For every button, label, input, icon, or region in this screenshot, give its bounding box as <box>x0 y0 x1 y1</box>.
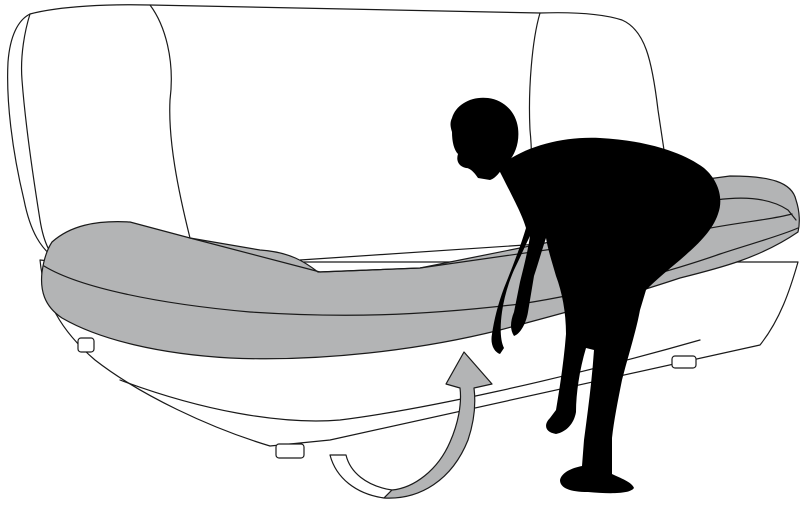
sofa-foot-right <box>672 356 696 368</box>
sofa-foot-left-rear <box>78 338 94 352</box>
sofa-foot-front-left <box>276 444 304 458</box>
